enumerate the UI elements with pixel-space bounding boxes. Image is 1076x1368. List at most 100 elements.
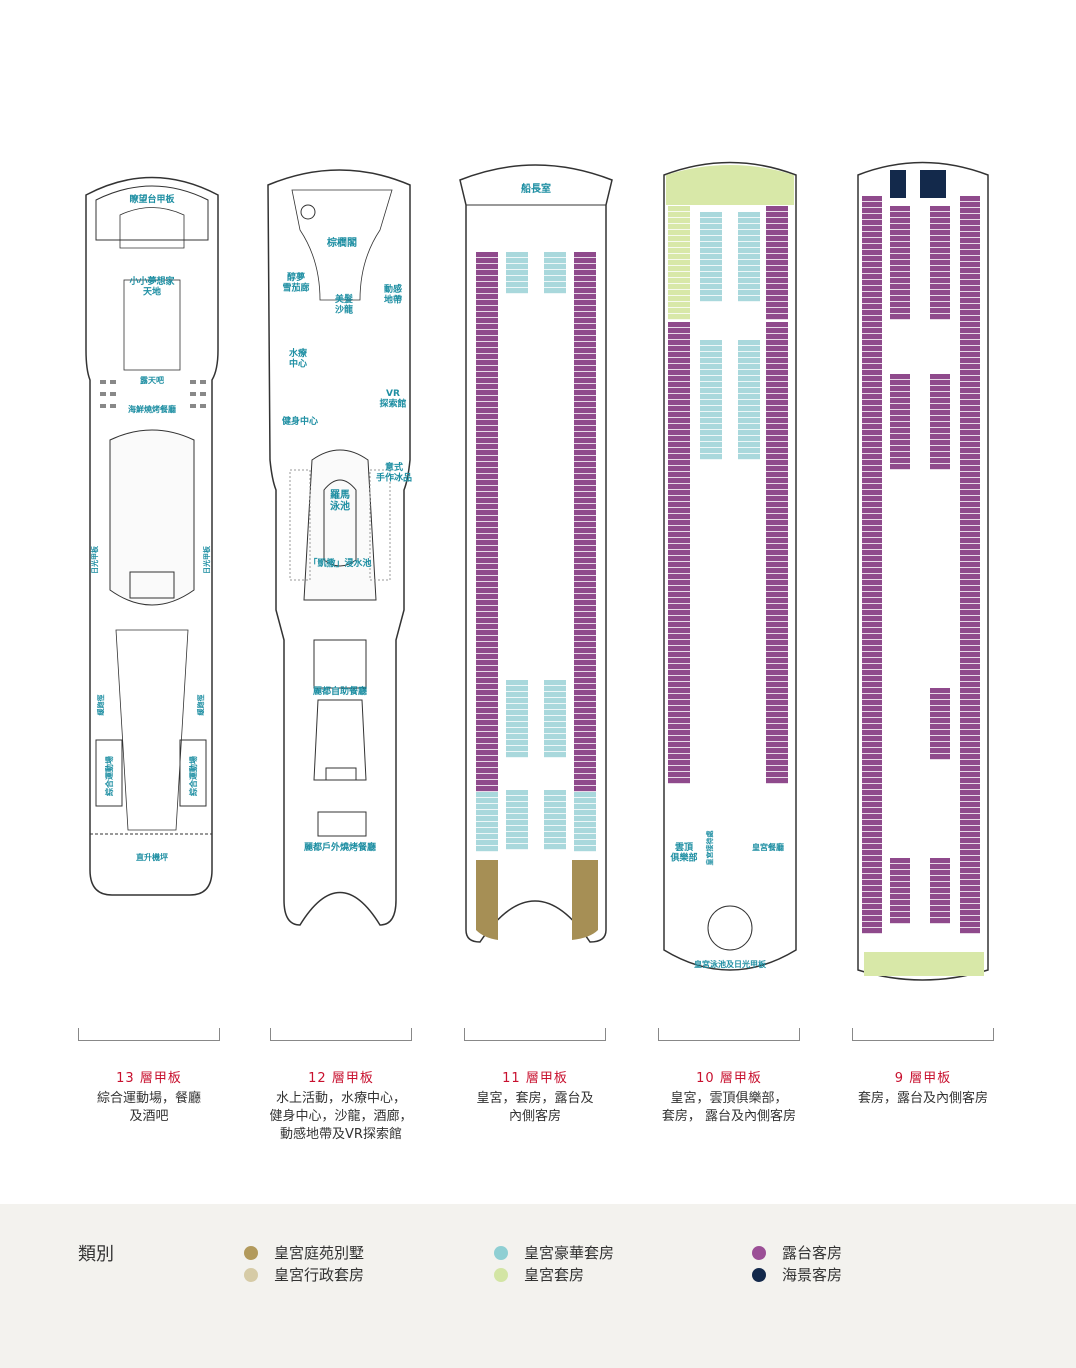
cabin-cell[interactable] (700, 254, 722, 260)
cabin-cell[interactable] (960, 370, 980, 376)
cabin-cell[interactable] (668, 236, 690, 242)
cabin-cell[interactable] (766, 742, 788, 748)
cabin-cell[interactable] (960, 748, 980, 754)
cabin-cell[interactable] (862, 778, 882, 784)
cabin-cell[interactable] (766, 394, 788, 400)
cabin-cell[interactable] (862, 442, 882, 448)
cabin-cell[interactable] (476, 564, 498, 570)
cabin-cell[interactable] (862, 724, 882, 730)
cabin-cell[interactable] (930, 416, 950, 422)
cabin-cell[interactable] (890, 242, 910, 248)
cabin-cell[interactable] (862, 358, 882, 364)
cabin-cell[interactable] (862, 658, 882, 664)
cabin-cell[interactable] (668, 730, 690, 736)
cabin-cell[interactable] (766, 712, 788, 718)
cabin-cell[interactable] (862, 808, 882, 814)
cabin-cell[interactable] (862, 538, 882, 544)
cabin-cell[interactable] (738, 400, 760, 406)
cabin-cell[interactable] (700, 278, 722, 284)
cabin-cell[interactable] (574, 540, 596, 546)
cabin-cell[interactable] (862, 856, 882, 862)
cabin-cell[interactable] (862, 466, 882, 472)
cabin-cell[interactable] (506, 692, 528, 698)
cabin-cell[interactable] (700, 340, 722, 346)
cabin-cell[interactable] (668, 706, 690, 712)
cabin-cell[interactable] (890, 452, 910, 458)
cabin-cell[interactable] (930, 296, 950, 302)
cabin-cell[interactable] (766, 574, 788, 580)
cabin-cell[interactable] (960, 298, 980, 304)
cabin-cell[interactable] (738, 340, 760, 346)
cabin-cell[interactable] (766, 724, 788, 730)
cabin-cell[interactable] (544, 264, 566, 270)
cabin-cell[interactable] (506, 728, 528, 734)
cabin-cell[interactable] (668, 376, 690, 382)
cabin-cell[interactable] (574, 768, 596, 774)
cabin-cell[interactable] (476, 402, 498, 408)
cabin-cell[interactable] (862, 718, 882, 724)
cabin-cell[interactable] (476, 462, 498, 468)
cabin-cell[interactable] (862, 274, 882, 280)
cabin-cell[interactable] (960, 790, 980, 796)
cabin-cell[interactable] (668, 724, 690, 730)
cabin-cell[interactable] (476, 780, 498, 786)
cabin-cell[interactable] (668, 322, 690, 328)
cabin-cell[interactable] (574, 492, 596, 498)
cabin-cell[interactable] (766, 568, 788, 574)
cabin-cell[interactable] (960, 844, 980, 850)
cabin-cell[interactable] (668, 346, 690, 352)
cabin-cell[interactable] (574, 372, 596, 378)
cabin-cell[interactable] (668, 478, 690, 484)
cabin-cell[interactable] (766, 308, 788, 314)
cabin-cell[interactable] (574, 294, 596, 300)
cabin-cell[interactable] (544, 710, 566, 716)
cabin-cell[interactable] (862, 268, 882, 274)
cabin-cell[interactable] (668, 622, 690, 628)
cabin-cell[interactable] (960, 568, 980, 574)
cabin-cell[interactable] (476, 444, 498, 450)
cabin-cell[interactable] (862, 610, 882, 616)
cabin-cell[interactable] (574, 474, 596, 480)
cabin-cell[interactable] (862, 922, 882, 928)
cabin-cell[interactable] (700, 364, 722, 370)
cabin-cell[interactable] (960, 670, 980, 676)
cabin-cell[interactable] (960, 760, 980, 766)
cabin-cell[interactable] (574, 816, 596, 822)
cabin-cell[interactable] (668, 736, 690, 742)
cabin-cell[interactable] (960, 202, 980, 208)
cabin-cell[interactable] (738, 376, 760, 382)
cabin-cell[interactable] (738, 448, 760, 454)
cabin-cell[interactable] (890, 870, 910, 876)
cabin-cell[interactable] (960, 850, 980, 856)
cabin-cell[interactable] (476, 624, 498, 630)
cabin-cell[interactable] (960, 598, 980, 604)
cabin-cell[interactable] (476, 714, 498, 720)
cabin-cell[interactable] (930, 876, 950, 882)
cabin-cell[interactable] (766, 778, 788, 784)
cabin-cell[interactable] (960, 712, 980, 718)
cabin-cell[interactable] (960, 466, 980, 472)
cabin-cell[interactable] (476, 750, 498, 756)
cabin-cell[interactable] (700, 448, 722, 454)
cabin-cell[interactable] (506, 288, 528, 294)
cabin-cell[interactable] (506, 844, 528, 850)
cabin-cell[interactable] (862, 634, 882, 640)
cabin-cell[interactable] (960, 556, 980, 562)
cabin-cell[interactable] (506, 814, 528, 820)
cabin-cell[interactable] (668, 290, 690, 296)
cabin-cell[interactable] (476, 498, 498, 504)
cabin-cell[interactable] (960, 244, 980, 250)
cabin-cell[interactable] (506, 808, 528, 814)
cabin-cell[interactable] (862, 418, 882, 424)
cabin-cell[interactable] (960, 526, 980, 532)
cabin-cell[interactable] (476, 822, 498, 828)
cabin-cell[interactable] (960, 454, 980, 460)
cabin-cell[interactable] (862, 886, 882, 892)
cabin-cell[interactable] (700, 290, 722, 296)
cabin-cell[interactable] (574, 462, 596, 468)
cabin-cell[interactable] (862, 832, 882, 838)
cabin-cell[interactable] (668, 314, 690, 320)
cabin-cell[interactable] (862, 388, 882, 394)
cabin-cell[interactable] (930, 284, 950, 290)
cabin-cell[interactable] (668, 230, 690, 236)
